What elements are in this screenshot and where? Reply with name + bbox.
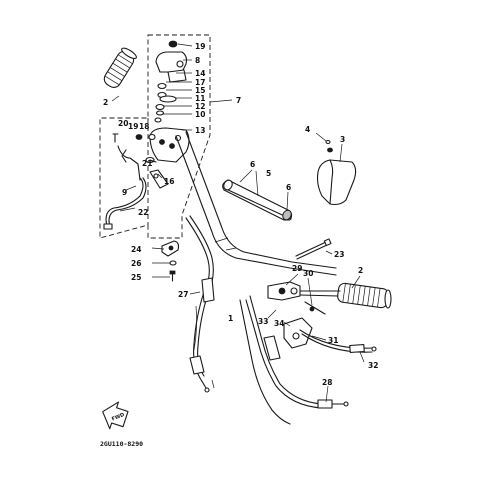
switch-small-parts bbox=[154, 82, 177, 123]
bolt-23 bbox=[295, 238, 332, 260]
callout-19-top: 19 bbox=[195, 42, 205, 51]
callout-27: 27 bbox=[178, 290, 188, 299]
switch-housing-lower bbox=[149, 127, 190, 163]
callout-11: 11 bbox=[195, 94, 205, 103]
cable-22 bbox=[103, 177, 147, 230]
handlebar-pad bbox=[222, 179, 293, 221]
callout-21: 21 bbox=[142, 159, 152, 168]
throttle-cable-28 bbox=[239, 295, 349, 425]
callout-3: 3 bbox=[340, 135, 345, 144]
callout-7: 7 bbox=[236, 96, 241, 105]
callout-6-right: 6 bbox=[286, 183, 291, 192]
callout-18: 18 bbox=[139, 122, 149, 131]
callout-29: 29 bbox=[292, 264, 302, 273]
callout-34: 34 bbox=[274, 319, 284, 328]
callout-31: 31 bbox=[328, 336, 338, 345]
handlebar-cover bbox=[316, 139, 357, 206]
callout-32: 32 bbox=[368, 361, 378, 370]
callout-6-left: 6 bbox=[250, 160, 255, 169]
callout-16: 16 bbox=[164, 177, 174, 186]
callout-17: 17 bbox=[195, 78, 205, 87]
callout-19-left: 19 bbox=[128, 122, 138, 131]
throttle-assembly bbox=[267, 281, 341, 349]
callout-labels: 1 2 2 3 4 5 6 6 7 8 9 10 11 12 13 14 15 … bbox=[103, 42, 378, 387]
callout-5: 5 bbox=[266, 169, 271, 178]
callout-33: 33 bbox=[258, 317, 268, 326]
callout-24: 24 bbox=[131, 245, 141, 254]
callout-9: 9 bbox=[122, 188, 127, 197]
clutch-lever-16 bbox=[149, 169, 169, 189]
bolt-25 bbox=[169, 270, 176, 282]
callout-26: 26 bbox=[131, 259, 141, 268]
throttle-cable-32 bbox=[299, 329, 377, 354]
switch-wire-9 bbox=[117, 145, 141, 181]
leader-lines bbox=[111, 43, 365, 403]
lever-holder-24 bbox=[161, 240, 180, 257]
callout-4: 4 bbox=[305, 125, 310, 134]
handlebar bbox=[175, 131, 337, 276]
washer-26 bbox=[169, 260, 177, 266]
callout-10: 10 bbox=[195, 110, 205, 119]
callout-28: 28 bbox=[322, 378, 332, 387]
callout-12: 12 bbox=[195, 102, 205, 111]
callout-2-left-grip: 2 bbox=[103, 98, 108, 107]
switch-housing-upper bbox=[155, 40, 188, 83]
right-grip bbox=[337, 282, 392, 309]
callout-1: 1 bbox=[228, 314, 233, 323]
callout-15: 15 bbox=[195, 86, 205, 95]
callout-25: 25 bbox=[131, 273, 141, 282]
forward-direction-icon: FWD bbox=[102, 401, 129, 430]
callout-30: 30 bbox=[303, 269, 313, 278]
callout-22: 22 bbox=[138, 208, 148, 217]
callout-20: 20 bbox=[118, 119, 128, 128]
callout-8: 8 bbox=[195, 56, 200, 65]
drawing-code: 2GU110-8290 bbox=[100, 440, 143, 448]
callout-14: 14 bbox=[195, 69, 205, 78]
fwd-label: FWD bbox=[111, 412, 125, 422]
clutch-cable-27 bbox=[185, 215, 215, 393]
callout-13: 13 bbox=[195, 126, 205, 135]
callout-23: 23 bbox=[334, 250, 344, 259]
left-grip bbox=[103, 47, 137, 88]
callout-2-right-grip: 2 bbox=[358, 266, 363, 275]
